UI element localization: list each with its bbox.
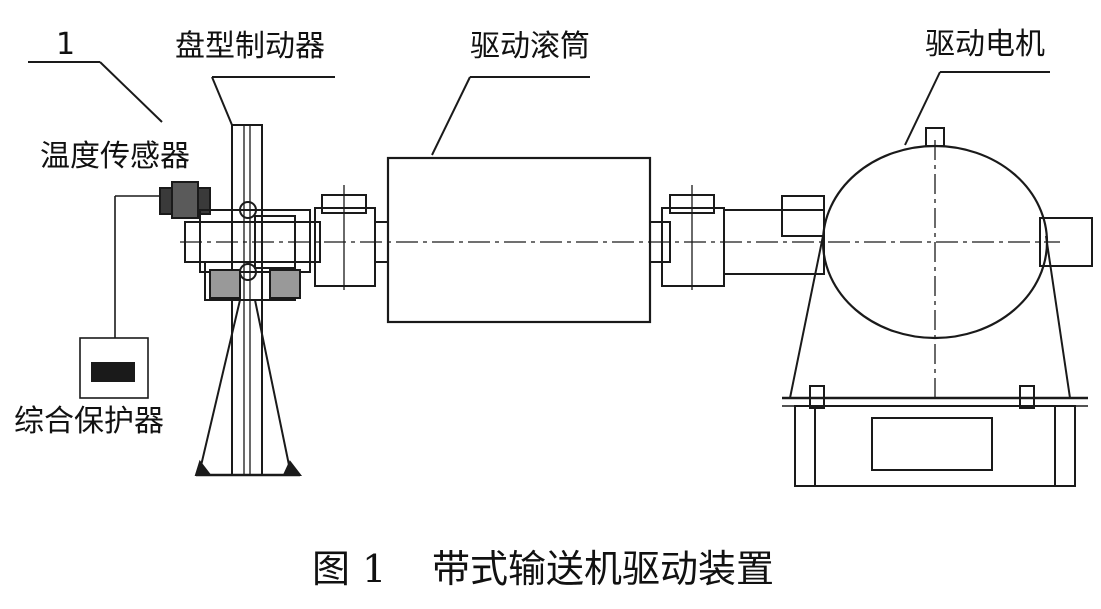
drive-motor xyxy=(789,127,1093,400)
temperature-sensor xyxy=(114,181,211,338)
disc-brake-leader-diag xyxy=(211,76,233,126)
figure-number: 图 1 xyxy=(312,547,387,591)
label-temperature-sensor: 温度传感器 xyxy=(40,139,190,174)
comprehensive-protector xyxy=(79,337,149,399)
right-bearing xyxy=(649,185,725,290)
motor-coupling xyxy=(723,195,825,275)
drive-motor-leader-diag xyxy=(904,71,941,146)
callout-number: 1 xyxy=(56,27,76,62)
callout-1-leader xyxy=(28,61,163,123)
drive-drum xyxy=(386,156,652,324)
figure-title: 带式输送机驱动装置 xyxy=(432,547,775,591)
drive-drum-leader-diag xyxy=(431,76,471,156)
brake-coupling xyxy=(184,201,321,301)
label-comprehensive-protector: 综合保护器 xyxy=(14,404,164,439)
label-disc-brake: 盘型制动器 xyxy=(175,29,325,64)
label-drive-drum: 驱动滚筒 xyxy=(470,29,590,64)
left-bearing xyxy=(314,185,376,290)
motor-base xyxy=(782,385,1088,487)
label-drive-motor: 驱动电机 xyxy=(925,27,1045,62)
